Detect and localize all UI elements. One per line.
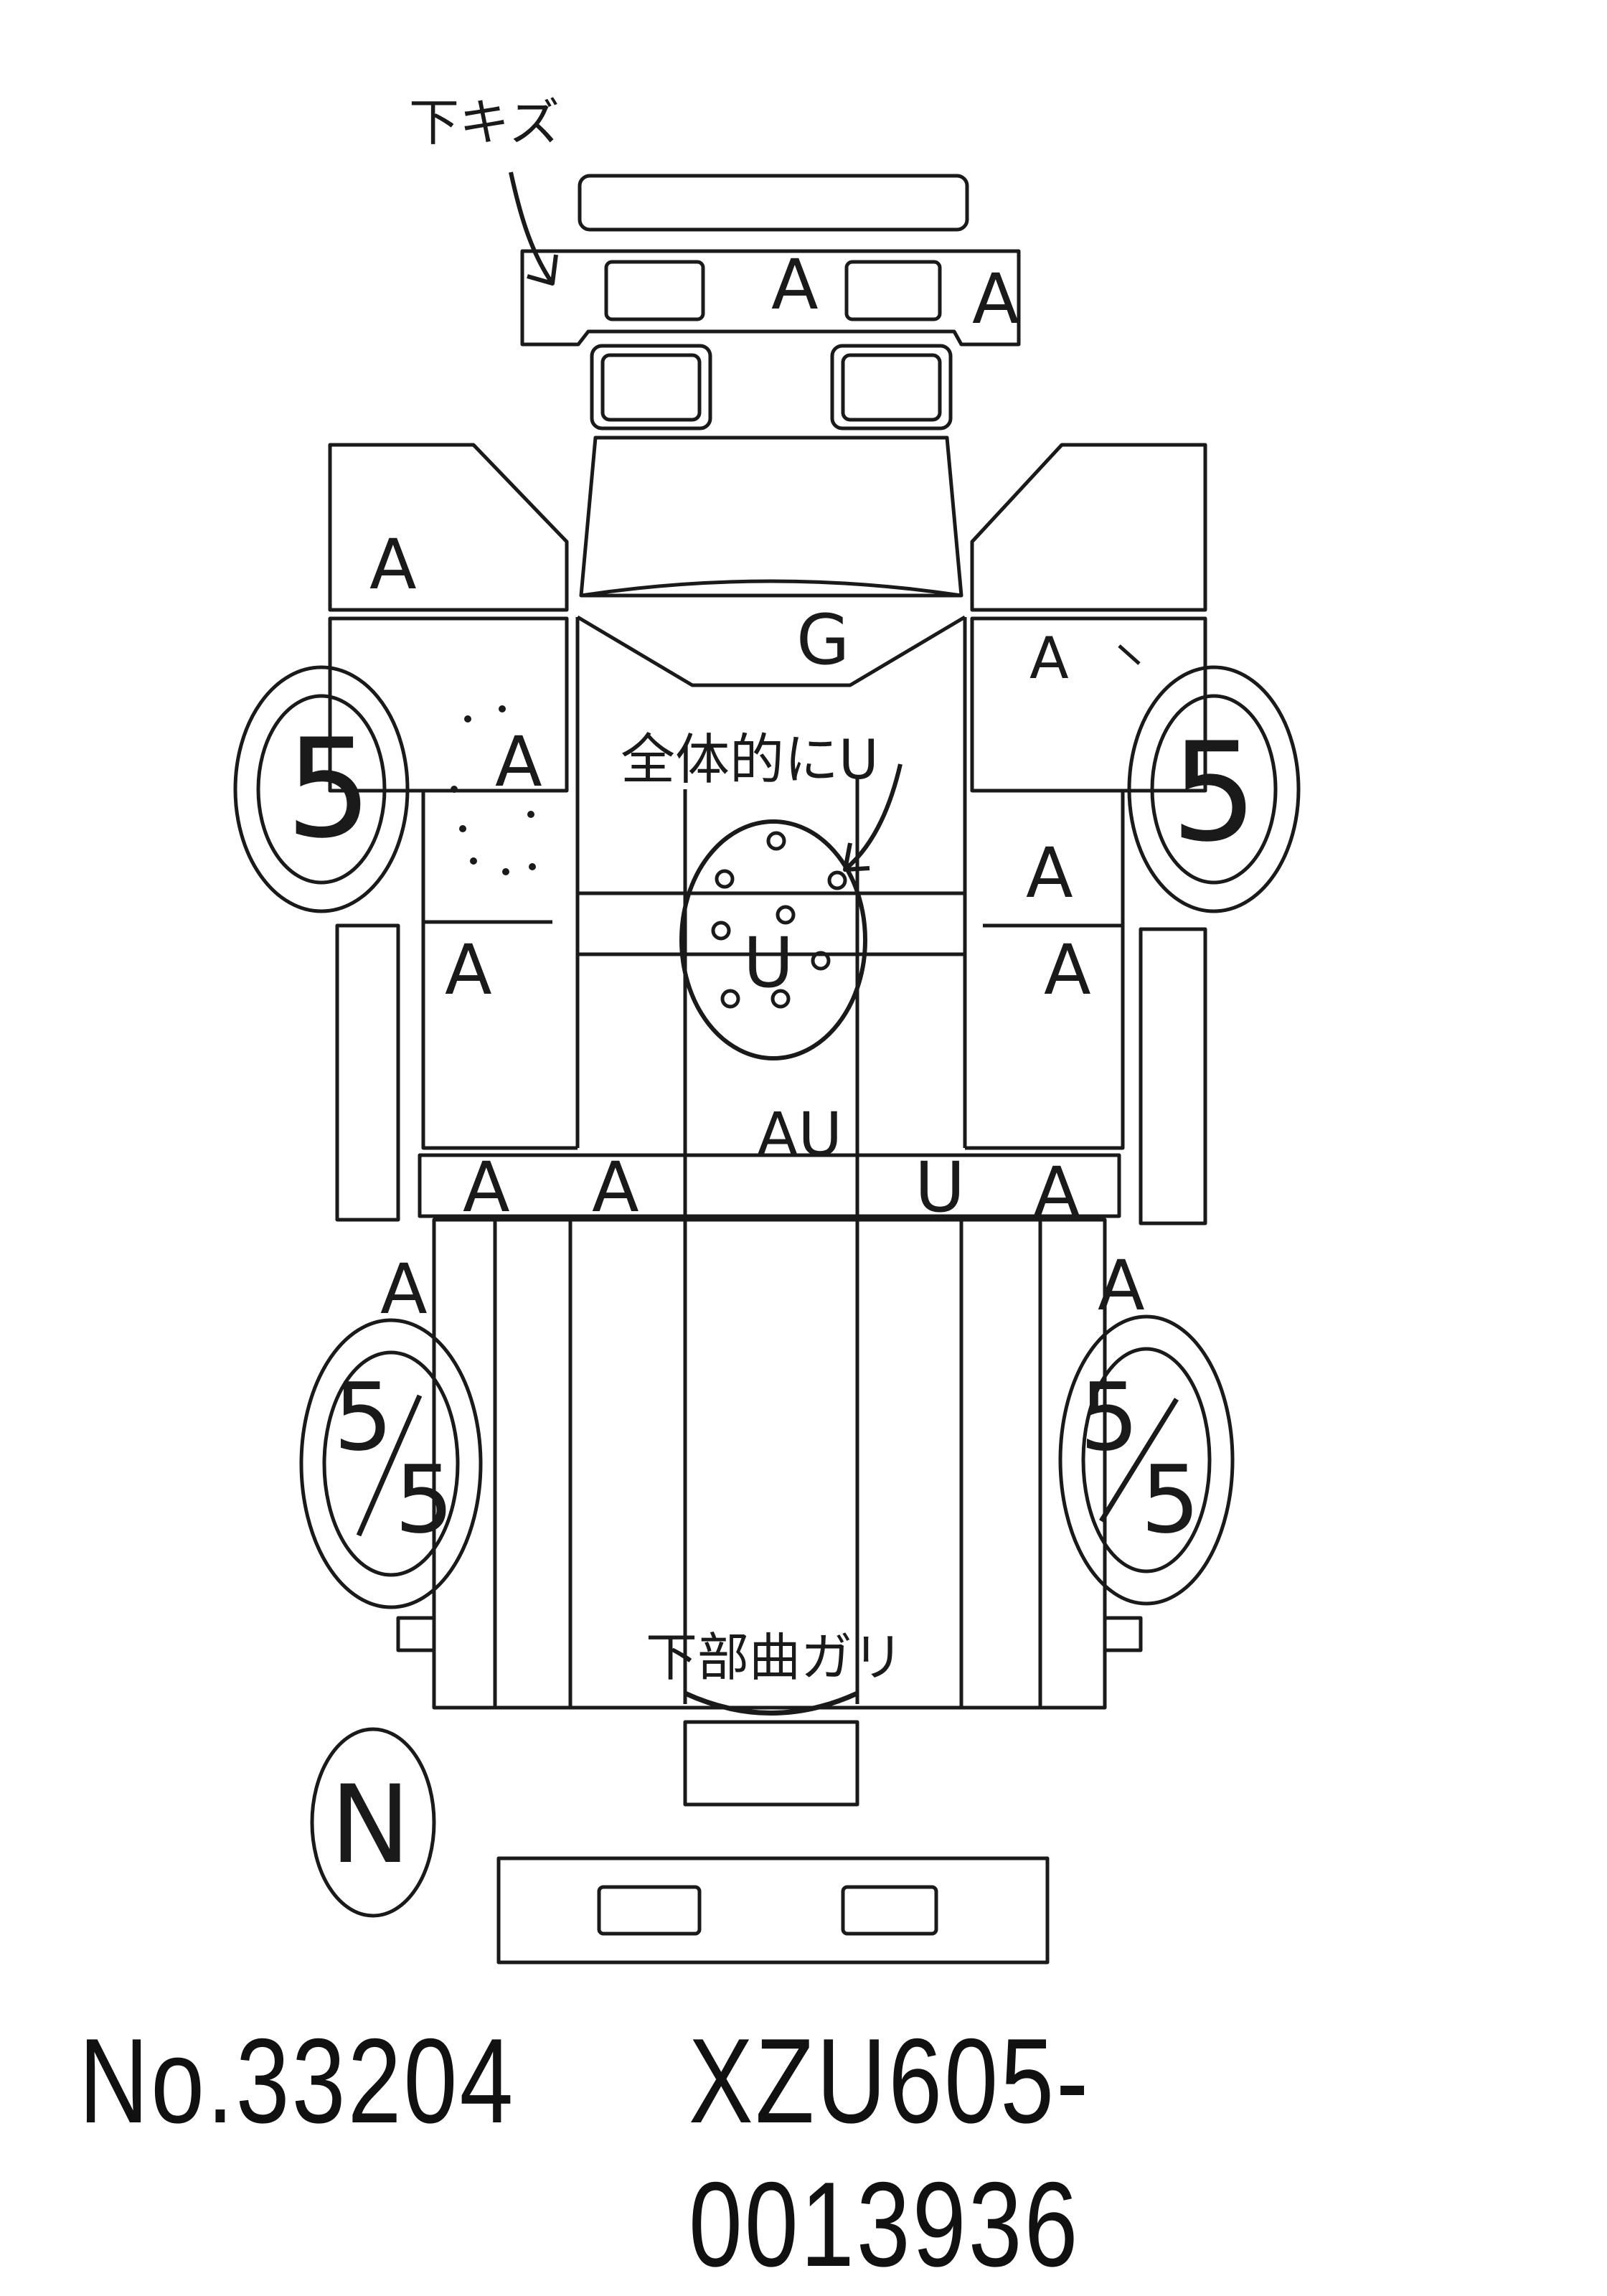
- scratch-dot: [499, 705, 506, 712]
- chassis-number: XZU605-0013936: [689, 2013, 1091, 2292]
- center-grade: AU: [757, 1099, 842, 1170]
- overall-note: 全体的にU: [621, 728, 879, 791]
- scratch-dot: [464, 715, 471, 723]
- hood-line: [580, 579, 962, 598]
- damage-dot: [827, 870, 847, 890]
- left-step: [335, 923, 400, 1222]
- rear-hitch: [683, 1720, 859, 1807]
- right-cab-side: [965, 791, 1125, 1150]
- overall-note-arrow: [843, 763, 903, 872]
- rear-left-tread-bottom: 5: [395, 1445, 454, 1554]
- damage-dot: [720, 989, 740, 1009]
- lot-number: No.33204: [79, 2013, 516, 2148]
- left-door-upper-grade: A: [369, 524, 417, 605]
- front-bumper-bar: [578, 174, 969, 232]
- sill-grade-3: U: [915, 1147, 965, 1228]
- scratch-dot: [527, 811, 534, 818]
- left-door-upper: [328, 443, 569, 612]
- rear-right-tread-top: 5: [1080, 1363, 1139, 1472]
- rear-lamp-left: [597, 1885, 702, 1936]
- headlight-left-inner: [600, 353, 702, 422]
- rear-right-tread-bottom: 5: [1141, 1445, 1200, 1554]
- front-left-tyre-inner: [256, 694, 387, 885]
- fog-lamp-left: [604, 260, 705, 321]
- right-door-lower: [970, 616, 1207, 793]
- damage-area: [679, 819, 867, 1060]
- right-door-mark: [1118, 644, 1141, 665]
- front-right-tyre-inner: [1150, 694, 1278, 885]
- rear-left-grade: A: [380, 1249, 428, 1330]
- spare-tyre: [310, 1727, 436, 1918]
- rear-left-tyre-inner: [322, 1350, 460, 1577]
- rear-left-tread-top: 5: [334, 1363, 393, 1472]
- headlight-right: [830, 344, 953, 430]
- fog-lamp-right: [844, 260, 942, 321]
- front-bumper: [520, 249, 1021, 347]
- rear-left-tread-slash: [356, 1394, 423, 1537]
- damage-dot: [770, 989, 791, 1009]
- headlight-right-inner: [841, 353, 942, 422]
- scratch-dot: [451, 786, 458, 793]
- right-step: [1139, 927, 1207, 1225]
- headlight-left: [590, 344, 712, 430]
- rear-fender-left: [396, 1616, 434, 1652]
- left-cab-side: [421, 791, 578, 1150]
- left-panel-grade: A: [495, 722, 542, 802]
- bumper-grade-right: A: [972, 259, 1019, 339]
- hood-panel: [576, 615, 966, 687]
- rear-left-tyre: [299, 1318, 483, 1609]
- sill-grade-4: A: [1033, 1152, 1080, 1233]
- scratch-dot: [529, 863, 536, 870]
- left-door-lower: [328, 616, 569, 793]
- rear-sill: [418, 1153, 1121, 1218]
- rear-right-grade: A: [1098, 1246, 1145, 1326]
- scratch-dot: [502, 868, 509, 875]
- damage-dot: [711, 921, 731, 941]
- right-door-upper-grade: A: [1029, 625, 1069, 692]
- right-door-upper: [970, 443, 1207, 612]
- rear-bumper: [496, 1856, 1050, 1965]
- damage-dot: [776, 905, 796, 925]
- front-bumper-note: 下キズ: [409, 93, 560, 152]
- rear-right-tyre-inner: [1081, 1347, 1212, 1573]
- rear-lamp-right: [841, 1885, 938, 1936]
- rear-damage-arc: [684, 1690, 859, 1716]
- front-right-tread: 5: [1171, 713, 1258, 872]
- damage-dot: [715, 869, 735, 889]
- sill-grade-2: A: [592, 1147, 639, 1228]
- scratch-dot: [459, 825, 466, 832]
- front-right-tyre: [1127, 665, 1301, 913]
- rear-note: 下部曲ガリ: [646, 1627, 904, 1688]
- front-left-tread: 5: [286, 710, 372, 868]
- right-panel-upper-grade: A: [1026, 833, 1073, 913]
- hood-grade: G: [796, 600, 849, 680]
- cargo-bed: [432, 1218, 1107, 1710]
- damage-center-grade: U: [743, 923, 793, 1003]
- right-panel-lower-grade: A: [1044, 930, 1091, 1010]
- rear-fender-right: [1105, 1616, 1143, 1652]
- cab-outline: [579, 436, 963, 598]
- bumper-grade-left: A: [771, 245, 819, 325]
- front-left-tyre: [233, 665, 410, 913]
- spare-tyre-mark: N: [330, 1763, 410, 1888]
- rear-right-tread-slash: [1099, 1398, 1179, 1523]
- front-note-arrow: [509, 171, 558, 286]
- left-panel-lower-grade: A: [445, 930, 492, 1010]
- damage-dot: [811, 951, 831, 971]
- scratch-dot: [470, 857, 477, 865]
- damage-dot: [766, 831, 786, 851]
- sill-grade-1: A: [463, 1147, 510, 1228]
- rear-right-tyre: [1058, 1314, 1235, 1606]
